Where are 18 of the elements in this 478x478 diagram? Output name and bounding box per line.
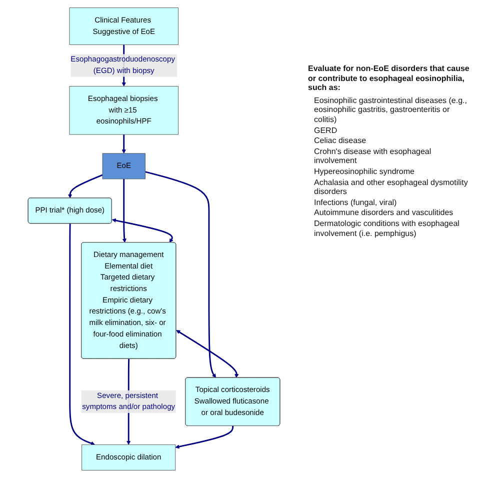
arrow bbox=[122, 178, 126, 243]
arrow bbox=[112, 218, 174, 243]
note-item: Eosinophilic gastrointestinal diseases (e.g., eosinophilic gastritis, gastroenteritis or colitis) bbox=[314, 96, 468, 125]
note-item: Hypereosinophilic syndrome bbox=[314, 166, 416, 177]
note-item: Crohn's disease with esophageal involvement bbox=[314, 146, 432, 166]
arrow bbox=[122, 134, 126, 154]
note-item: Infections (fungal, viral) bbox=[314, 198, 398, 208]
note-heading: Evaluate for non-EoE disorders that cause or contribute to esophageal eosinophilia, such as: bbox=[308, 64, 470, 93]
note-item: GERD bbox=[314, 126, 338, 136]
note-item: Autoimmune disorders and vasculitides bbox=[314, 208, 454, 218]
note-item: Achalasia and other esophageal dysmotility disorders bbox=[314, 178, 469, 197]
arrow bbox=[69, 224, 96, 446]
arrow bbox=[145, 171, 216, 378]
note-item: Celiac disease bbox=[314, 136, 368, 146]
note-item: Dermatologic conditions with esophageal involvement (i.e. pemphigus) bbox=[314, 218, 460, 238]
arrow bbox=[176, 330, 239, 378]
arrow bbox=[68, 174, 103, 198]
arrow bbox=[175, 426, 234, 449]
